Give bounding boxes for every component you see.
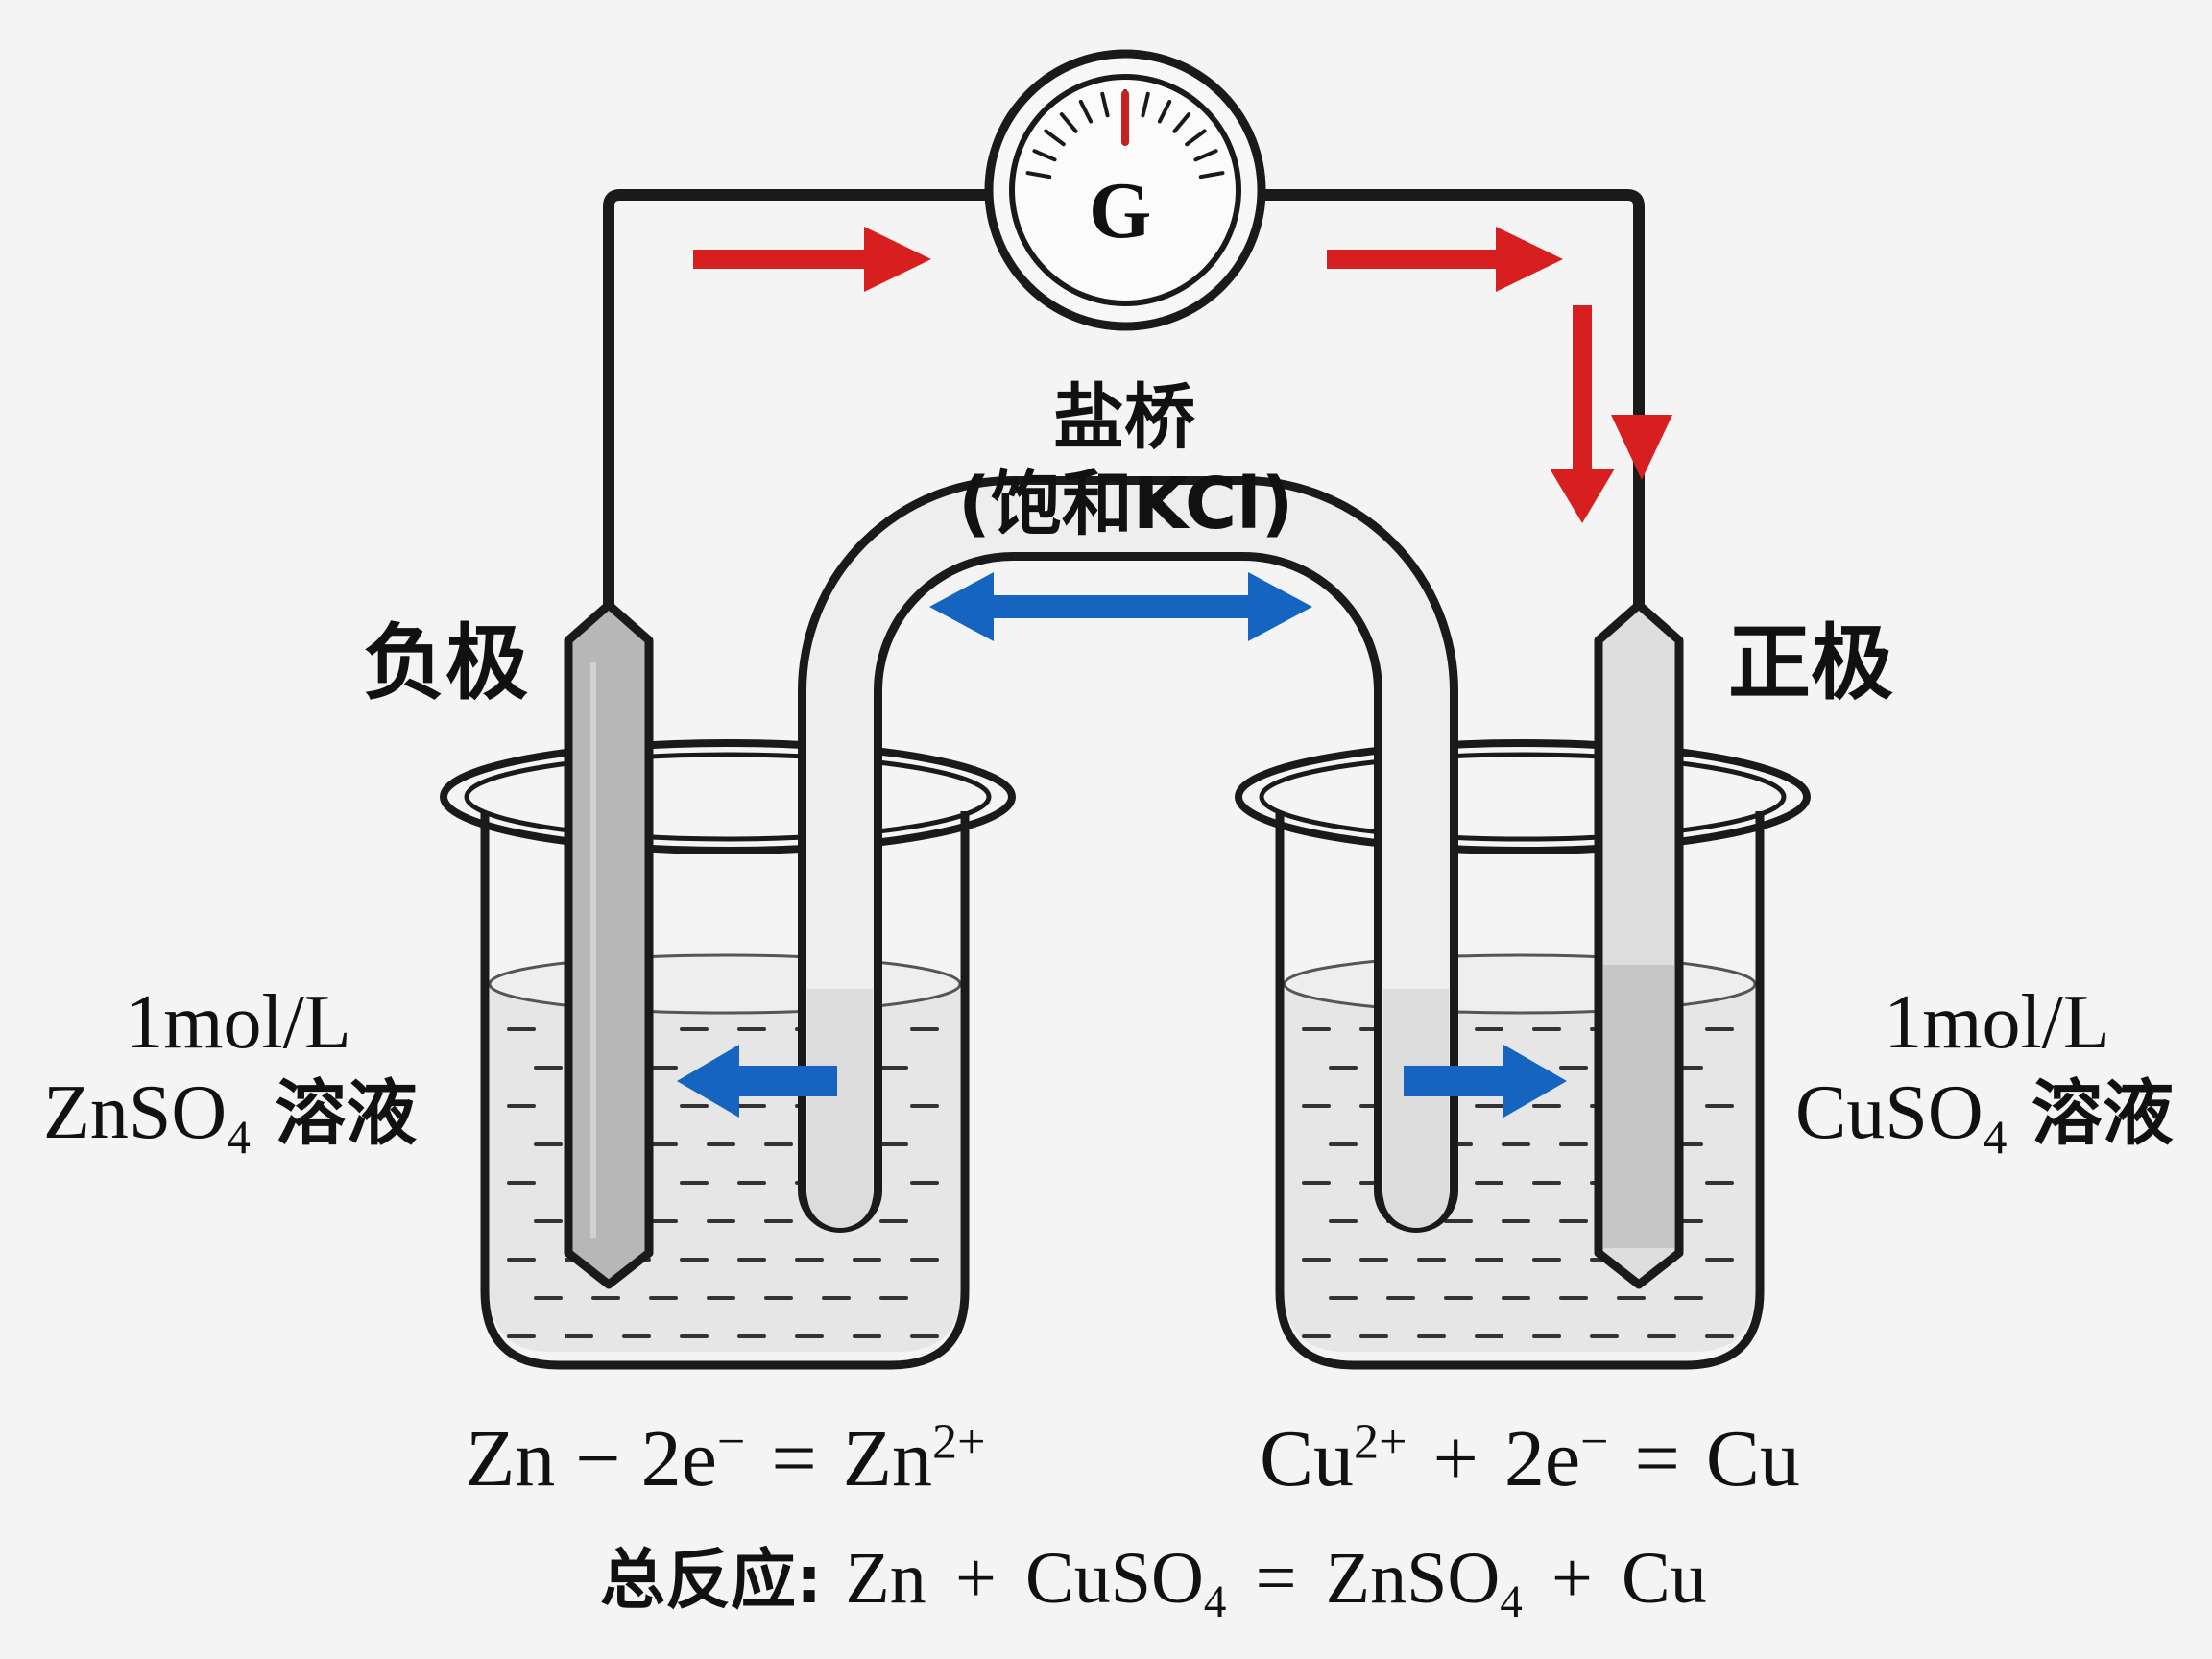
gauge-tick (1172, 112, 1191, 133)
current-arrows (693, 227, 1672, 523)
overall-plus-1: + (954, 1538, 997, 1619)
gauge-tick (1078, 99, 1094, 124)
right-solution-name: CuSO4 溶液 (1795, 1073, 2174, 1161)
left-solution-formula-subscript: 4 (227, 1110, 251, 1164)
current-arrow-down (1550, 305, 1615, 523)
salt-bridge-content: (饱和KCl) (958, 463, 1294, 545)
galvanometer (984, 49, 1266, 331)
anode-product: Zn (842, 1414, 933, 1503)
ion-arrow-left (677, 1045, 837, 1118)
overall-plus-2: + (1551, 1538, 1593, 1619)
current-arrow-down-head (1611, 415, 1672, 480)
positive-electrode-label: 正极 (1728, 615, 1893, 711)
current-arrow-top-left (693, 227, 931, 292)
overall-reactant-2: CuSO (1025, 1538, 1204, 1619)
salt-bridge-title: 盐桥 (1053, 376, 1195, 459)
salt-bridge-tube (798, 476, 1458, 1233)
overall-reactant-2-subscript: 4 (1203, 1577, 1227, 1628)
right-solution-concentration: 1mol/L (1884, 980, 2110, 1065)
gauge-tick (1100, 91, 1110, 118)
gauge-tick (1032, 149, 1057, 162)
cathode-half-reaction: Cu2+ + 2e− = Cu (1260, 1417, 1800, 1500)
cathode-equals: = (1634, 1414, 1680, 1503)
gauge-tick (1198, 171, 1225, 180)
anode-half-reaction: Zn − 2e− = Zn2+ (466, 1417, 985, 1500)
copper-electrode (1594, 600, 1684, 1289)
right-solution-suffix: 溶液 (2031, 1072, 2174, 1155)
overall-prefix: 总反应: (600, 1543, 823, 1619)
external-circuit (603, 189, 1645, 614)
gauge-tick (1059, 112, 1078, 133)
beaker-left-wall (480, 811, 970, 1370)
left-solution-name: ZnSO4 溶液 (43, 1073, 417, 1161)
wire-left (603, 189, 989, 614)
cathode-product: Cu (1705, 1414, 1800, 1503)
left-solution-concentration: 1mol/L (125, 980, 351, 1065)
galvanometer-label: G (1089, 166, 1152, 255)
gauge-tick (1025, 171, 1052, 180)
anode-reactants: Zn − 2e (466, 1414, 717, 1503)
beaker-left-rim-inner (464, 752, 992, 842)
current-arrow-top-right (1327, 227, 1563, 292)
gauge-tick (1044, 129, 1066, 147)
ion-arrows (677, 572, 1567, 1118)
beaker-right-rim-outer (1235, 739, 1811, 854)
anode-product-charge: 2+ (932, 1414, 986, 1470)
overall-product-1: ZnSO (1325, 1538, 1501, 1619)
beaker-right-rim-inner (1259, 752, 1787, 842)
negative-electrode-label: 负极 (363, 615, 528, 711)
anode-electron-charge: − (716, 1414, 746, 1470)
beaker-left-rim-outer (440, 739, 1016, 854)
overall-product-1-subscript: 4 (1500, 1577, 1523, 1628)
gauge-tick (1141, 91, 1150, 118)
right-solution-formula: CuSO (1795, 1070, 1984, 1155)
overall-reaction: 总反应: Zn + CuSO4 = ZnSO4 + Cu (600, 1541, 1707, 1625)
beaker-right-solution-surface (1283, 953, 1757, 1015)
wire-right (1262, 189, 1645, 614)
beaker-right-wall (1275, 811, 1765, 1370)
cathode-plus: + (1432, 1414, 1479, 1503)
anode-equals: = (771, 1414, 817, 1503)
overall-reactant-1: Zn (845, 1538, 926, 1619)
gauge-ticks (1025, 89, 1225, 180)
zinc-electrode (564, 600, 654, 1289)
gauge-tick (1185, 129, 1207, 147)
cathode-ion: Cu (1260, 1414, 1355, 1503)
overall-equals: = (1255, 1538, 1297, 1619)
cathode-electron-charge: − (1580, 1414, 1609, 1470)
left-solution-formula: ZnSO (43, 1070, 228, 1155)
left-solution-suffix: 溶液 (275, 1072, 418, 1155)
salt-bridge-tube-fill (806, 485, 1450, 1224)
beaker-right (1235, 739, 1811, 1370)
gauge-tick (1157, 99, 1172, 124)
overall-product-2: Cu (1622, 1538, 1707, 1619)
right-solution-formula-subscript: 4 (1983, 1110, 2008, 1164)
beaker-left-solution-surface (488, 953, 962, 1015)
salt-bridge-double-arrow (929, 572, 1312, 641)
gauge-tick (1193, 149, 1218, 162)
cathode-electrons: 2e (1503, 1414, 1581, 1503)
ion-arrow-right (1404, 1045, 1567, 1118)
cathode-ion-charge: 2+ (1354, 1414, 1407, 1470)
